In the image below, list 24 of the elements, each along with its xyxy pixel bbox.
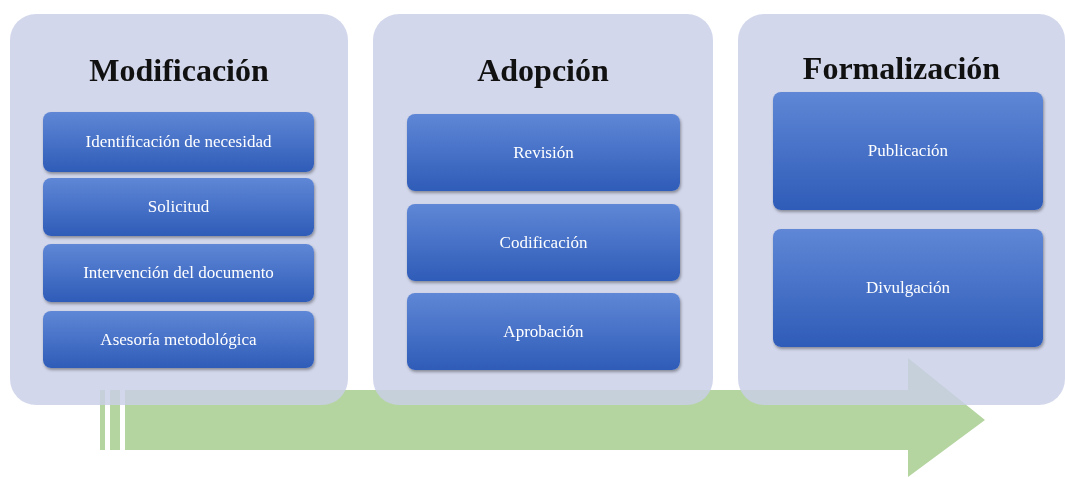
step-box bbox=[407, 204, 680, 281]
step-label: Identificación de necesidad bbox=[85, 132, 272, 152]
step-label: Aprobación bbox=[503, 321, 584, 342]
step-box bbox=[43, 244, 314, 302]
step-box bbox=[407, 114, 680, 191]
step-label: Intervención del documento bbox=[83, 263, 274, 283]
step-label: Publicación bbox=[867, 141, 949, 161]
stage-title: Formalización bbox=[801, 50, 1002, 87]
step-box bbox=[407, 293, 680, 370]
stage-title: Adopción bbox=[476, 52, 610, 89]
step-label: Revisión bbox=[513, 142, 574, 163]
step-label: Solicitud bbox=[147, 197, 210, 217]
stage-title: Modificación bbox=[88, 52, 270, 89]
step-label: Codificación bbox=[499, 232, 588, 253]
step-box bbox=[43, 112, 314, 172]
step-box bbox=[773, 92, 1043, 210]
step-box bbox=[43, 311, 314, 368]
step-box bbox=[43, 178, 314, 236]
step-box bbox=[773, 229, 1043, 347]
stage-panel bbox=[738, 14, 1065, 405]
stage-panel bbox=[10, 14, 348, 405]
step-label: Asesoría metodológica bbox=[100, 329, 257, 350]
stage-panel bbox=[373, 14, 713, 405]
step-label: Divulgación bbox=[865, 278, 950, 298]
